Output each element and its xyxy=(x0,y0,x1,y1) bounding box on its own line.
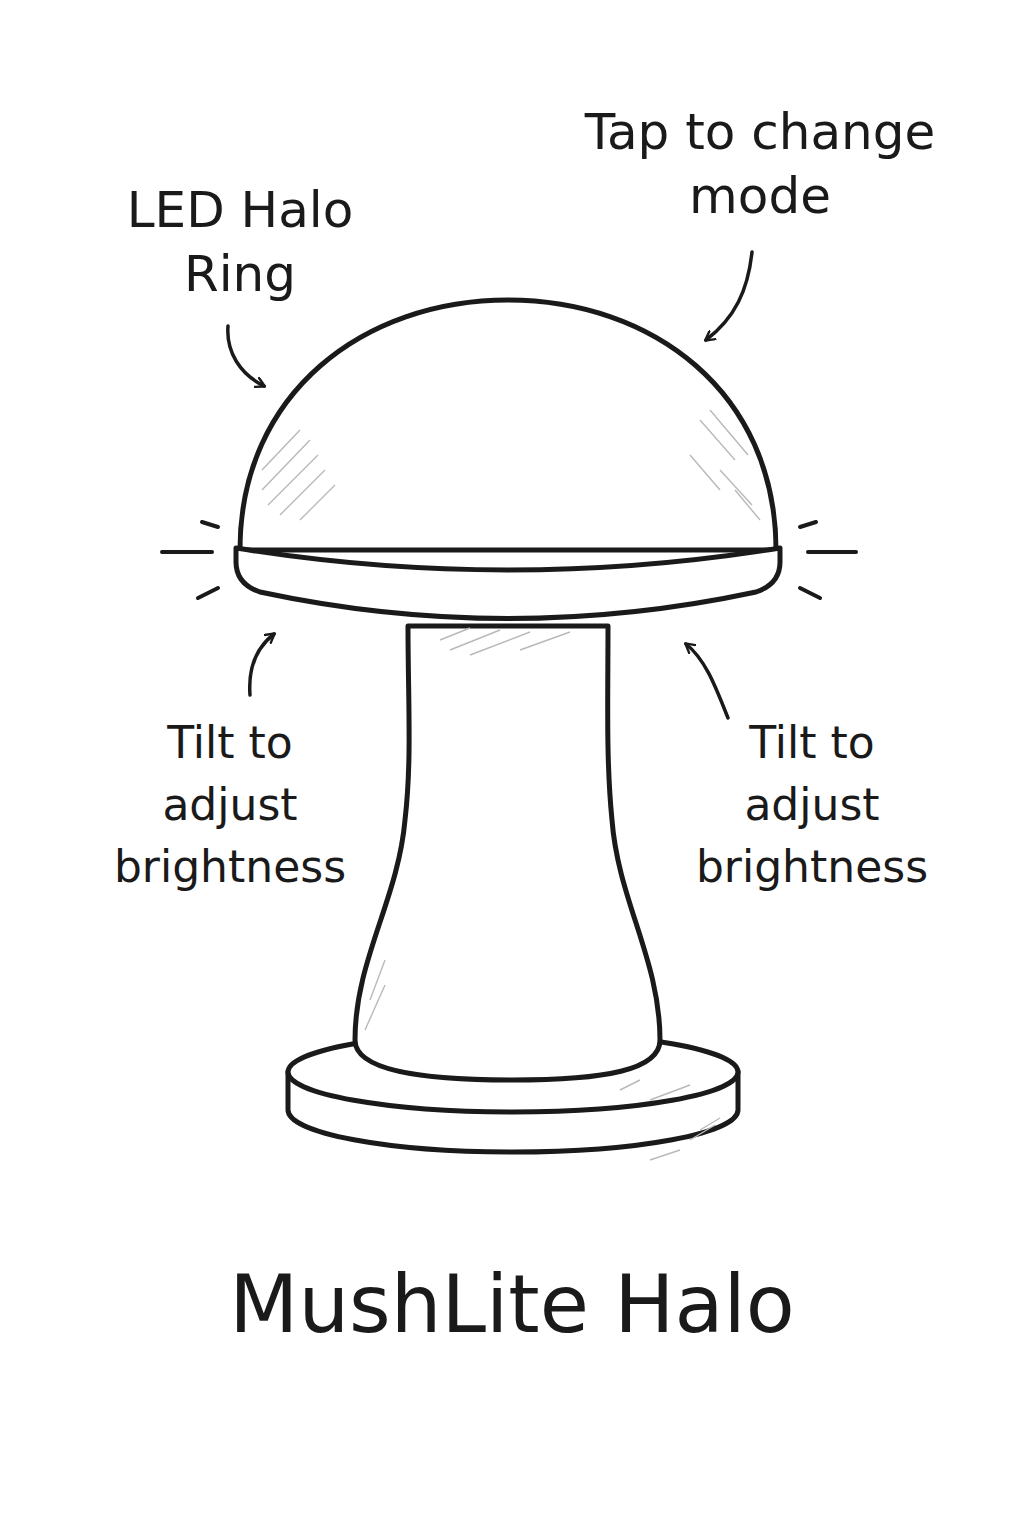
glow-lines xyxy=(162,522,856,598)
feature-label: Tap to change mode xyxy=(575,100,945,228)
feature-label: Tilt to adjust brightness xyxy=(105,712,355,898)
leader-arrow xyxy=(686,644,728,718)
leader-arrow xyxy=(228,326,264,386)
lamp-stem xyxy=(355,626,660,1080)
lamp-dome xyxy=(240,300,776,550)
feature-label: LED Halo Ring xyxy=(105,178,375,306)
leader-arrow xyxy=(706,252,752,340)
halo-ring xyxy=(236,548,780,619)
product-title: MushLite Halo xyxy=(40,1255,984,1355)
shading xyxy=(262,410,760,1160)
leader-arrow xyxy=(250,634,274,695)
feature-label: Tilt to adjust brightness xyxy=(687,712,937,898)
